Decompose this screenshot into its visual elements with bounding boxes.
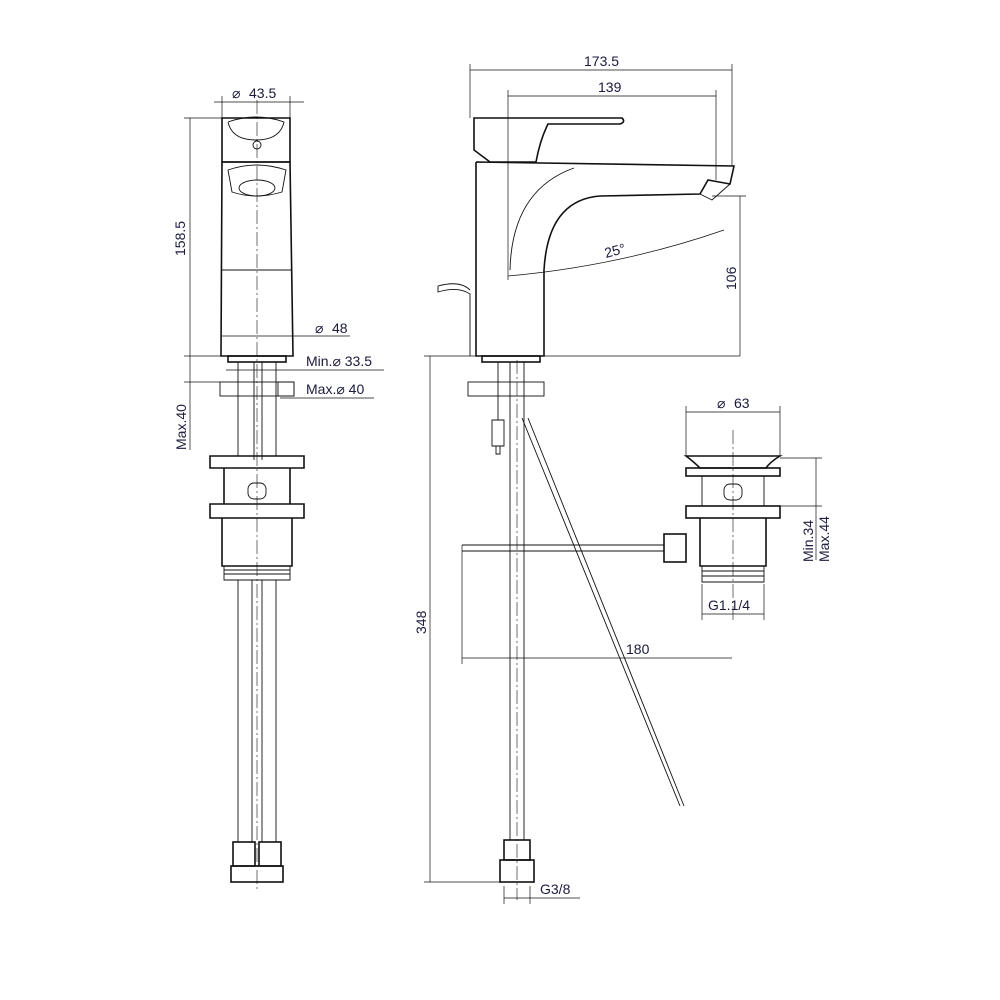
dim-waste-max: Max.44 — [816, 516, 832, 562]
dim-deck-max: Max.40 — [173, 404, 189, 450]
dim-front-top-diameter: 43.5 — [249, 85, 276, 101]
dim-spout-length: 139 — [598, 79, 622, 95]
dim-spout-angle: 25° — [603, 240, 628, 261]
side-handle — [473, 117, 625, 163]
dim-hose-thread: G3/8 — [540, 881, 571, 897]
dim-rod-length: 180 — [626, 641, 650, 657]
dim-front-top-diameter-symbol: ⌀ — [232, 85, 240, 101]
front-view: ⌀ 43.5 158.5 ⌀ 48 Min.⌀ 33.5 Max.⌀ 40 Ma… — [172, 85, 384, 890]
side-view: 173.5 139 25° 106 348 G3/8 180 — [413, 53, 746, 904]
dim-front-base-diameter: 48 — [332, 320, 348, 336]
dim-hole-min: Min.⌀ 33.5 — [306, 353, 372, 369]
dim-spout-height: 106 — [723, 266, 739, 290]
dim-waste-diameter-symbol: ⌀ — [717, 395, 725, 411]
dim-total-length: 173.5 — [584, 53, 619, 69]
dim-total-height: 348 — [413, 610, 429, 634]
dim-hole-max: Max.⌀ 40 — [306, 381, 364, 397]
pop-up-waste-detail: ⌀ 63 Min.34 Max.44 G1.1/4 — [683, 395, 832, 622]
dim-waste-thread: G1.1/4 — [708, 597, 750, 613]
dim-waste-diameter: 63 — [734, 395, 750, 411]
dim-front-base-diameter-symbol: ⌀ — [315, 320, 323, 336]
front-body — [220, 161, 294, 357]
dim-front-height: 158.5 — [172, 221, 188, 256]
side-body-spout — [475, 161, 735, 357]
dim-waste-min: Min.34 — [800, 520, 816, 562]
